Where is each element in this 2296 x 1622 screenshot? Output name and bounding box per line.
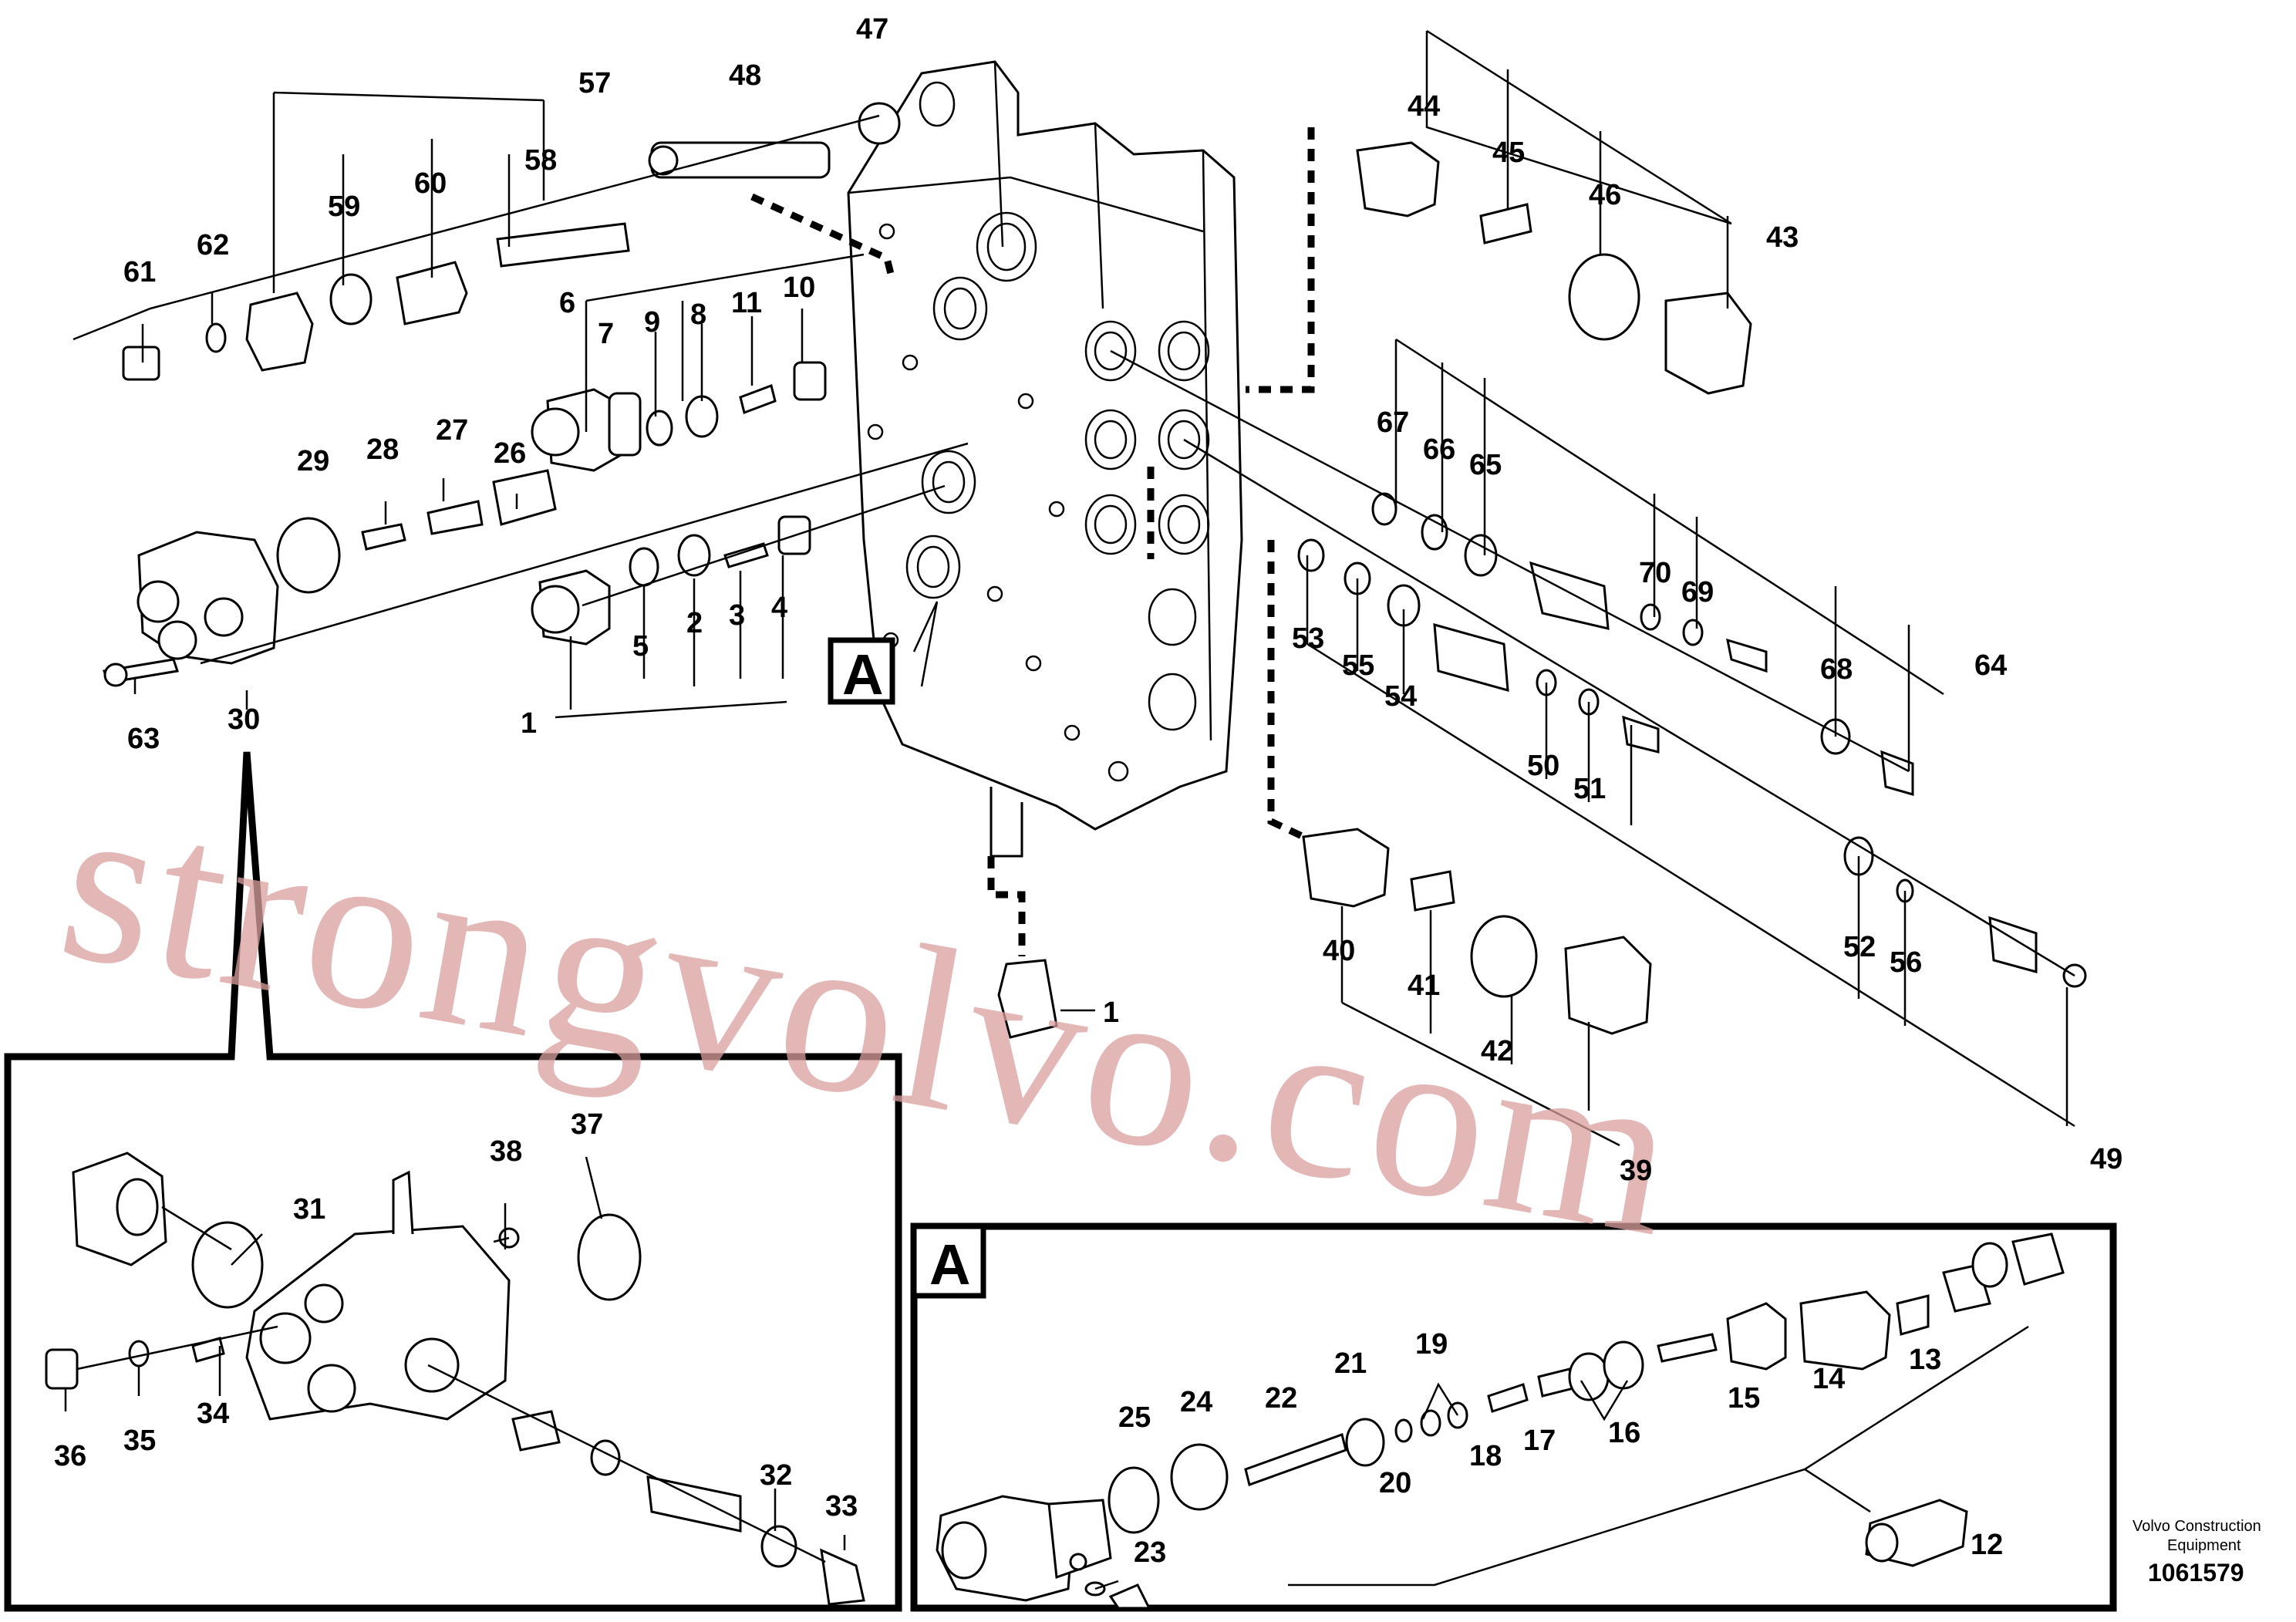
part-shapes: [103, 102, 2087, 1039]
detail-header-a: A: [911, 1223, 986, 1299]
callout-12: 12: [1971, 1529, 2003, 1561]
callout-49: 49: [2090, 1143, 2122, 1175]
footer-brand: Volvo Construction Equipment 1061579: [2132, 1518, 2261, 1587]
detail-box-left: [4, 751, 902, 1612]
callout-62: 62: [197, 229, 229, 261]
callout-32: 32: [760, 1459, 792, 1492]
callout-58: 58: [524, 144, 557, 177]
callout-67: 67: [1377, 406, 1409, 439]
callout-60: 60: [414, 167, 447, 200]
callout-15: 15: [1728, 1382, 1760, 1415]
callout-5: 5: [632, 630, 649, 663]
callout-16: 16: [1608, 1417, 1640, 1449]
callout-28: 28: [366, 433, 399, 466]
callout-51: 51: [1573, 773, 1606, 805]
callout-45: 45: [1492, 137, 1525, 169]
callout-9: 9: [644, 306, 660, 339]
callout-54: 54: [1384, 680, 1417, 713]
callout-41: 41: [1408, 969, 1440, 1002]
callout-55: 55: [1342, 649, 1374, 682]
callout-1b: 1: [1103, 996, 1119, 1029]
callout-35: 35: [123, 1425, 156, 1457]
callout-70: 70: [1639, 557, 1671, 589]
detail-marker-a: A: [828, 637, 895, 706]
callout-27: 27: [436, 414, 468, 447]
callout-63: 63: [127, 723, 160, 755]
callout-59: 59: [328, 191, 360, 223]
callout-26: 26: [494, 437, 526, 470]
dashed-connectors: [750, 127, 1315, 956]
callout-4: 4: [771, 592, 787, 624]
callout-20: 20: [1379, 1467, 1411, 1499]
callout-1a: 1: [521, 707, 537, 740]
callout-11: 11: [731, 287, 762, 319]
brand-line-1: Volvo Construction: [2132, 1518, 2261, 1535]
callout-19: 19: [1415, 1328, 1448, 1361]
detail-header-letter: A: [929, 1233, 970, 1297]
detail-marker-letter: A: [842, 642, 883, 706]
callout-labels: 1 1 2 3 4 5 6 7 8 9 10 11 12 13 14 15 16…: [54, 13, 2122, 1569]
callout-7: 7: [598, 318, 614, 350]
callout-3: 3: [729, 599, 745, 632]
callout-43: 43: [1766, 221, 1799, 254]
callout-37: 37: [571, 1108, 603, 1141]
callout-52: 52: [1843, 931, 1876, 963]
detail-box-a: [910, 1222, 2117, 1612]
callout-25: 25: [1118, 1401, 1151, 1434]
callout-61: 61: [123, 256, 156, 288]
callout-10: 10: [783, 271, 815, 304]
callout-31: 31: [293, 1193, 325, 1226]
callout-6: 6: [559, 287, 575, 319]
callout-44: 44: [1408, 90, 1440, 123]
callout-24: 24: [1180, 1386, 1212, 1418]
callout-21: 21: [1334, 1347, 1367, 1380]
callout-30: 30: [228, 703, 260, 736]
callout-38: 38: [490, 1135, 522, 1168]
callout-14: 14: [1812, 1363, 1845, 1395]
callout-18: 18: [1469, 1440, 1502, 1472]
callout-57: 57: [578, 67, 611, 99]
callout-33: 33: [825, 1490, 858, 1523]
callout-64: 64: [1974, 649, 2007, 682]
brand-line-2: Equipment: [2167, 1537, 2241, 1554]
callout-68: 68: [1820, 653, 1853, 686]
callout-23: 23: [1134, 1536, 1166, 1569]
callout-17: 17: [1523, 1425, 1556, 1457]
callout-65: 65: [1469, 449, 1502, 481]
control-valve-body: [847, 60, 1243, 858]
document-number: 1061579: [2148, 1559, 2244, 1587]
callout-29: 29: [297, 445, 329, 477]
callout-69: 69: [1681, 576, 1714, 609]
callout-40: 40: [1323, 935, 1355, 967]
callout-53: 53: [1292, 622, 1324, 655]
callout-34: 34: [197, 1398, 229, 1430]
callout-48: 48: [729, 59, 761, 92]
callout-36: 36: [54, 1440, 86, 1472]
callout-50: 50: [1527, 750, 1559, 782]
leader-lines: [72, 29, 2075, 1147]
callout-39: 39: [1620, 1155, 1652, 1187]
callout-8: 8: [690, 298, 706, 331]
callout-47: 47: [856, 13, 888, 46]
callout-66: 66: [1423, 433, 1455, 466]
callout-2: 2: [686, 607, 703, 639]
callout-46: 46: [1589, 179, 1621, 211]
callout-56: 56: [1890, 946, 1922, 979]
callout-22: 22: [1265, 1382, 1297, 1415]
callout-13: 13: [1909, 1344, 1941, 1376]
callout-42: 42: [1481, 1035, 1513, 1067]
